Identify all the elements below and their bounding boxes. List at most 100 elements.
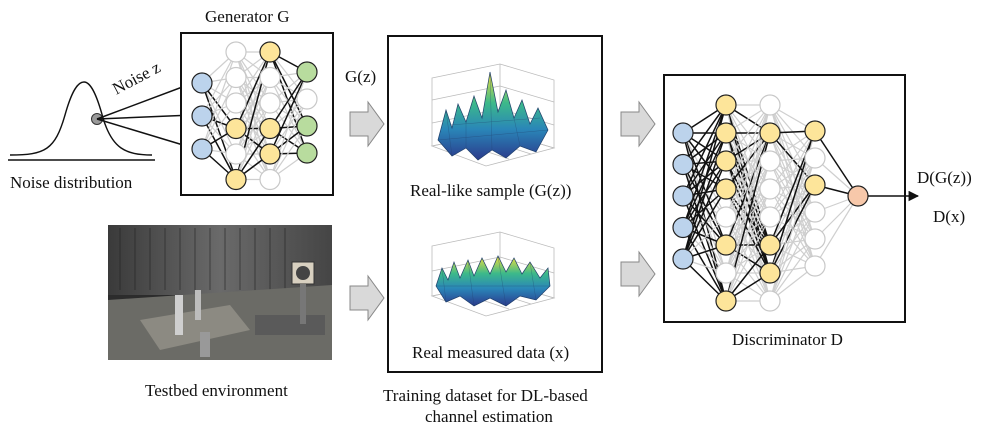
disc-node [847, 185, 869, 207]
disc-node [672, 185, 694, 207]
disc-edge [769, 238, 816, 302]
gen-edge [201, 82, 237, 155]
disc-node [672, 248, 694, 270]
gen-edge [201, 82, 237, 180]
surface-plot-icon [430, 231, 556, 317]
gz-label: G(z) [345, 67, 376, 86]
disc-node [715, 94, 737, 116]
gen-node [191, 138, 213, 160]
disc-node [759, 178, 781, 200]
disc-node [759, 94, 781, 116]
disc-edge [814, 130, 859, 197]
block-arrow-icon [349, 274, 385, 322]
training-dataset: Real-like sample (G(z)) Real measured da… [387, 35, 603, 373]
disc-node [715, 262, 737, 284]
gen-edge [269, 125, 308, 180]
noise-distribution: Noise z Noise distribution [8, 57, 195, 192]
disc-node [715, 206, 737, 228]
disc-edge [814, 195, 859, 267]
disc-edge [682, 104, 727, 165]
generator-title: Generator G [205, 7, 290, 26]
noise-distribution-label: Noise distribution [10, 173, 133, 192]
disc-edge [682, 188, 727, 260]
real-data-label: Real measured data (x) [412, 343, 569, 362]
disc-edge [769, 130, 816, 190]
gen-node [296, 142, 318, 164]
gen-edge [235, 102, 271, 180]
sample-label: Real-like sample (G(z)) [410, 181, 571, 200]
disc-node [759, 234, 781, 256]
disc-node [759, 206, 781, 228]
disc-node [804, 147, 826, 169]
gen-node [259, 143, 281, 165]
disc-node [715, 234, 737, 256]
disc-edge [725, 244, 771, 302]
gen-node [225, 143, 247, 165]
discriminator-network [663, 74, 920, 323]
disc-node [672, 122, 694, 144]
gen-node [296, 61, 318, 83]
disc-edge [769, 184, 816, 302]
gen-node [225, 41, 247, 63]
gen-node [259, 92, 281, 114]
gen-edge [201, 77, 237, 150]
disc-edge [682, 104, 727, 197]
gen-edge [201, 115, 237, 180]
disc-edge [725, 188, 771, 302]
disc-edge [769, 130, 816, 218]
disc-node [715, 150, 737, 172]
disc-edge [682, 132, 727, 190]
disc-edge [725, 104, 771, 218]
disc-edge [682, 164, 727, 246]
gen-node [259, 66, 281, 89]
disc-node [672, 153, 694, 176]
gen-node [259, 41, 281, 63]
output-dx: D(x) [933, 207, 965, 226]
disc-node [715, 178, 737, 200]
gen-node [259, 117, 281, 140]
output-dgz: D(G(z)) [917, 168, 972, 187]
disc-node [804, 228, 826, 250]
disc-node [804, 255, 826, 277]
disc-node [804, 174, 826, 196]
gen-edge [235, 51, 271, 129]
block-arrow-icon [349, 100, 385, 148]
disc-edge [725, 104, 771, 190]
disc-node [759, 122, 781, 144]
gen-edge [269, 71, 308, 129]
gen-node [225, 117, 247, 140]
disc-node [759, 262, 781, 284]
bell-curve-icon [9, 81, 153, 156]
disc-node [804, 201, 826, 223]
block-arrow-icon [620, 100, 656, 148]
gen-edge [201, 51, 237, 117]
dataset-caption-line1: Training dataset for DL-based [383, 386, 588, 405]
gen-node [225, 66, 247, 89]
gen-node [296, 115, 318, 137]
gen-node [225, 168, 247, 191]
gen-edge [269, 71, 308, 155]
disc-edge [769, 130, 816, 246]
surface-plot-icon [430, 63, 556, 167]
gen-node [191, 105, 213, 127]
gen-edge [201, 51, 237, 150]
disc-edge [725, 104, 771, 162]
gen-edge [269, 98, 308, 180]
gen-edge [269, 77, 308, 154]
gen-node [191, 72, 213, 94]
disc-node [759, 290, 781, 312]
disc-edge [682, 160, 727, 260]
disc-node [804, 120, 826, 142]
disc-edge [682, 132, 727, 218]
gen-node [225, 92, 247, 114]
discriminator-title: Discriminator D [732, 330, 843, 349]
block-arrow-icon [620, 250, 656, 298]
gen-node [296, 88, 318, 110]
disc-node [759, 150, 781, 172]
gen-node [259, 168, 281, 191]
dataset-box [387, 35, 603, 373]
disc-node [715, 290, 737, 312]
disc-edge [682, 164, 727, 218]
disc-node [715, 122, 737, 144]
